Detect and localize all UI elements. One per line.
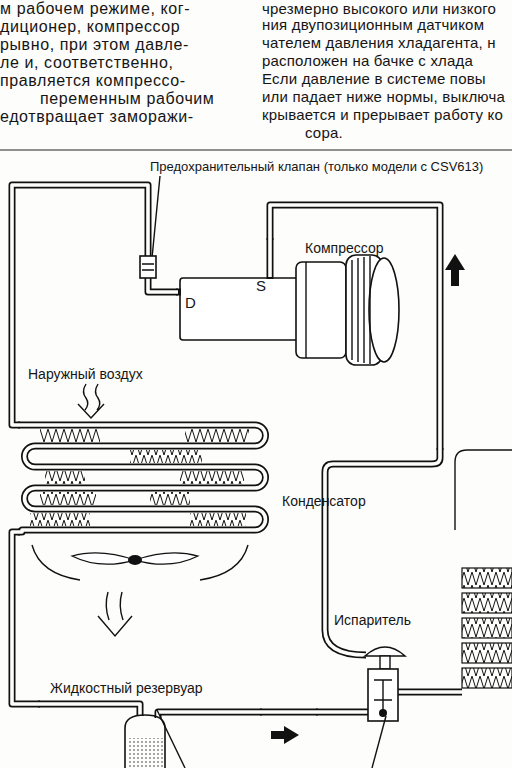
pipe-bore (12, 532, 40, 704)
port-label: S (256, 277, 266, 294)
fins (40, 492, 96, 505)
fins (190, 513, 246, 526)
fan-shroud (32, 545, 248, 580)
valve-stem (380, 656, 390, 669)
evaporator-core (462, 668, 512, 688)
component-node: Испаритель (318, 450, 512, 768)
body-text-line: расположен на бачке с хлада (262, 52, 473, 69)
housing-outline (455, 450, 512, 530)
body-text-line: крывается и прерывает работу ко (262, 106, 503, 123)
refrigerant-pipe (260, 712, 318, 713)
body-text-line: переменным рабочим (40, 90, 214, 108)
pipe-bore (12, 185, 178, 425)
fins (180, 471, 244, 484)
fan-drawing (32, 545, 248, 580)
refrigerant-pipe (12, 532, 40, 704)
component-node: Жидкостный резервуар (40, 680, 260, 768)
safety-valve-detail (142, 264, 154, 270)
receiver-outlet-pipe (158, 712, 264, 718)
evaporator-core (462, 643, 512, 663)
receiver-cylinder (125, 715, 165, 768)
leader-line (372, 716, 386, 768)
component-label: Испаритель (334, 612, 411, 628)
evaporator-core (462, 593, 512, 613)
liquid-fill (127, 738, 163, 768)
body-text-line: Если давление в системе повы (262, 70, 486, 87)
component-node: Конденсатор (20, 415, 380, 545)
suction-pipe (268, 236, 272, 277)
component-node: КомпрессорD S (178, 240, 405, 372)
callout-label: Наружный воздух (28, 366, 143, 382)
evaporator-core (462, 618, 512, 638)
refrigerant-pipe (12, 185, 178, 425)
component-label: Конденсатор (282, 493, 366, 509)
body-text-line: сора. (305, 124, 343, 141)
valve-ball (379, 709, 387, 717)
pipe-wall (12, 532, 40, 704)
flow-arrow (445, 254, 465, 286)
body-text-line: правляется компрессо- (0, 72, 186, 90)
pulley-grooves (352, 256, 370, 364)
evaporator-core (462, 568, 512, 588)
valve-diaphragm (365, 647, 405, 656)
fins (30, 513, 90, 526)
callout-label: Предохранительный клапан (только модели … (150, 160, 483, 175)
condenser-drawing (18, 425, 266, 532)
pipe-bore (260, 710, 318, 714)
compressor-seam (305, 262, 306, 358)
body-text-line: м рабочем режиме, ког- (0, 0, 190, 18)
discharge-pipe (176, 289, 181, 296)
leader-line (152, 176, 160, 258)
expansion-valve (368, 669, 398, 721)
body-text-line: чрезмерно высокого или низкого (262, 0, 496, 17)
separator-rule (0, 150, 512, 151)
pipe-wall (260, 709, 318, 716)
fins (40, 429, 100, 442)
evaporator-outlet-pipe (325, 446, 440, 655)
fins (45, 471, 85, 484)
refrigerant-pipe (270, 205, 440, 450)
compressor-body (180, 278, 298, 340)
body-text-line: едотвращает заморажи- (0, 108, 194, 126)
flow-arrow (271, 726, 299, 744)
air-arrow (98, 592, 132, 636)
body-text-line: рывно, при этом давле- (0, 36, 189, 54)
safety-valve (140, 256, 156, 278)
pipe-wall (270, 205, 440, 450)
compressor-cylinder (296, 262, 346, 358)
receiver-inlet-pipe (36, 704, 140, 716)
body-text-line: ле и, соответственно, (0, 54, 173, 72)
body-text-line: диционер, компрессор (0, 18, 180, 36)
pulley-face (369, 258, 399, 362)
valve-outlet-pipe (398, 689, 462, 696)
valve-detail (374, 680, 392, 712)
air-arrow (78, 384, 104, 418)
fan-hub (128, 555, 142, 565)
pipe-bore (270, 205, 440, 450)
fins (185, 429, 249, 442)
body-text-line: или падает ниже нормы, выключа (262, 88, 505, 105)
valve-outlet-pipe (398, 690, 462, 694)
receiver-drawing (36, 704, 264, 768)
component-label: Компрессор (305, 240, 383, 256)
component-label: Жидкостный резервуар (50, 680, 203, 696)
body-text-line: ния двупозиционным датчиком (262, 16, 484, 33)
evaporator-outlet-pipe (325, 448, 440, 655)
valve-inlet-pipe (314, 710, 370, 714)
fins (150, 492, 190, 505)
fan-blades (72, 553, 198, 564)
condenser-coil (18, 425, 266, 532)
leader-line (157, 710, 185, 768)
condenser-coil (18, 425, 266, 532)
pipe-wall (12, 185, 178, 425)
compressor-drawing (176, 236, 399, 365)
body-text-line: чателем давления хладагента, н (262, 34, 496, 51)
fins (130, 450, 202, 463)
port-label: D (185, 294, 196, 311)
